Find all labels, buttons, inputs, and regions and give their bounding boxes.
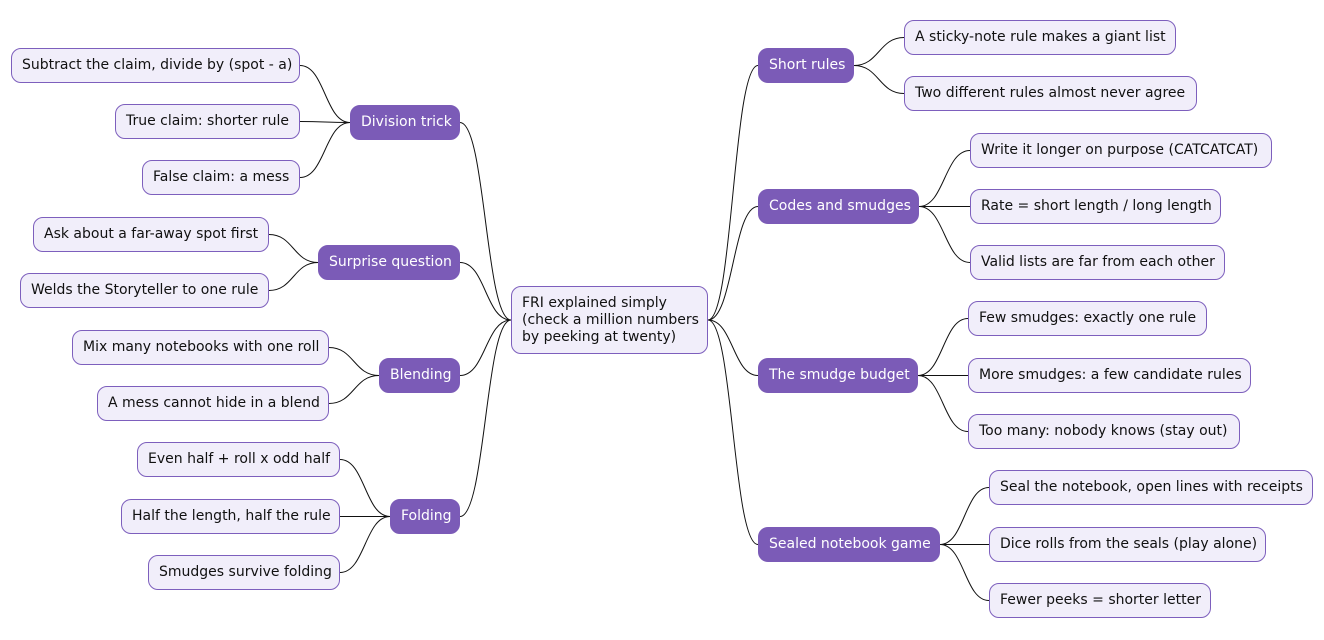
branch-short-rules: Short rules <box>758 48 854 83</box>
connector-left-2-1 <box>328 375 380 404</box>
connector-right-3-2 <box>939 544 990 601</box>
leaf-division-trick-3: False claim: a mess <box>142 160 300 195</box>
leaf-codes-and-smudges-3: Valid lists are far from each other <box>970 245 1225 280</box>
leaf-short-rules-2: Two different rules almost never agree <box>904 76 1197 111</box>
branch-surprise-question: Surprise question <box>318 245 460 280</box>
connector-right-3-0 <box>939 487 990 545</box>
branch-codes-and-smudges: Codes and smudges <box>758 189 919 224</box>
branch-folding: Folding <box>390 499 460 534</box>
connector-left-1-1 <box>268 262 319 291</box>
connector-root-right-0 <box>707 65 759 321</box>
leaf-sealed-notebook-game-2: Dice rolls from the seals (play alone) <box>989 527 1266 562</box>
leaf-sealed-notebook-game-1: Seal the notebook, open lines with recei… <box>989 470 1313 505</box>
connector-left-0-2 <box>299 122 351 178</box>
leaf-folding-1: Even half + roll x odd half <box>137 442 340 477</box>
branch-division-trick: Division trick <box>350 105 460 140</box>
root-node: FRI explained simply (check a million nu… <box>511 286 708 354</box>
leaf-codes-and-smudges-2: Rate = short length / long length <box>970 189 1221 224</box>
leaf-sealed-notebook-game-3: Fewer peeks = shorter letter <box>989 583 1211 618</box>
leaf-division-trick-2: True claim: shorter rule <box>115 104 300 139</box>
leaf-surprise-question-2: Welds the Storyteller to one rule <box>20 273 269 308</box>
connector-right-2-2 <box>917 375 969 432</box>
leaf-short-rules-1: A sticky-note rule makes a giant list <box>904 20 1176 55</box>
connector-left-1-0 <box>268 234 319 263</box>
connector-root-left-3 <box>459 319 512 517</box>
leaf-blending-2: A mess cannot hide in a blend <box>97 386 329 421</box>
leaf-division-trick-1: Subtract the claim, divide by (spot - a) <box>11 48 300 83</box>
connector-root-left-0 <box>459 122 512 321</box>
leaf-blending-1: Mix many notebooks with one roll <box>72 330 329 365</box>
connector-left-0-0 <box>299 65 351 123</box>
leaf-surprise-question-1: Ask about a far-away spot first <box>33 217 269 252</box>
branch-smudge-budget: The smudge budget <box>758 358 918 393</box>
connector-right-0-1 <box>853 65 905 94</box>
connector-root-right-1 <box>707 206 759 321</box>
leaf-smudge-budget-1: Few smudges: exactly one rule <box>968 301 1207 336</box>
connector-right-1-0 <box>918 150 971 207</box>
connector-right-1-2 <box>918 206 971 263</box>
branch-blending: Blending <box>379 358 460 393</box>
connector-root-right-2 <box>707 319 759 376</box>
connector-root-right-3 <box>707 319 759 545</box>
connector-left-2-0 <box>328 347 380 376</box>
leaf-smudge-budget-3: Too many: nobody knows (stay out) <box>968 414 1240 449</box>
branch-sealed-notebook-game: Sealed notebook game <box>758 527 940 562</box>
leaf-smudge-budget-2: More smudges: a few candidate rules <box>968 358 1251 393</box>
leaf-folding-2: Half the length, half the rule <box>121 499 340 534</box>
connector-right-2-0 <box>917 318 969 376</box>
connector-left-3-2 <box>339 516 391 573</box>
connector-left-0-1 <box>299 121 351 123</box>
connector-left-3-0 <box>339 459 391 517</box>
connector-right-0-0 <box>853 37 905 66</box>
leaf-codes-and-smudges-1: Write it longer on purpose (CATCATCAT) <box>970 133 1272 168</box>
connector-root-left-1 <box>459 262 512 321</box>
connector-root-left-2 <box>459 319 512 376</box>
leaf-folding-3: Smudges survive folding <box>148 555 340 590</box>
